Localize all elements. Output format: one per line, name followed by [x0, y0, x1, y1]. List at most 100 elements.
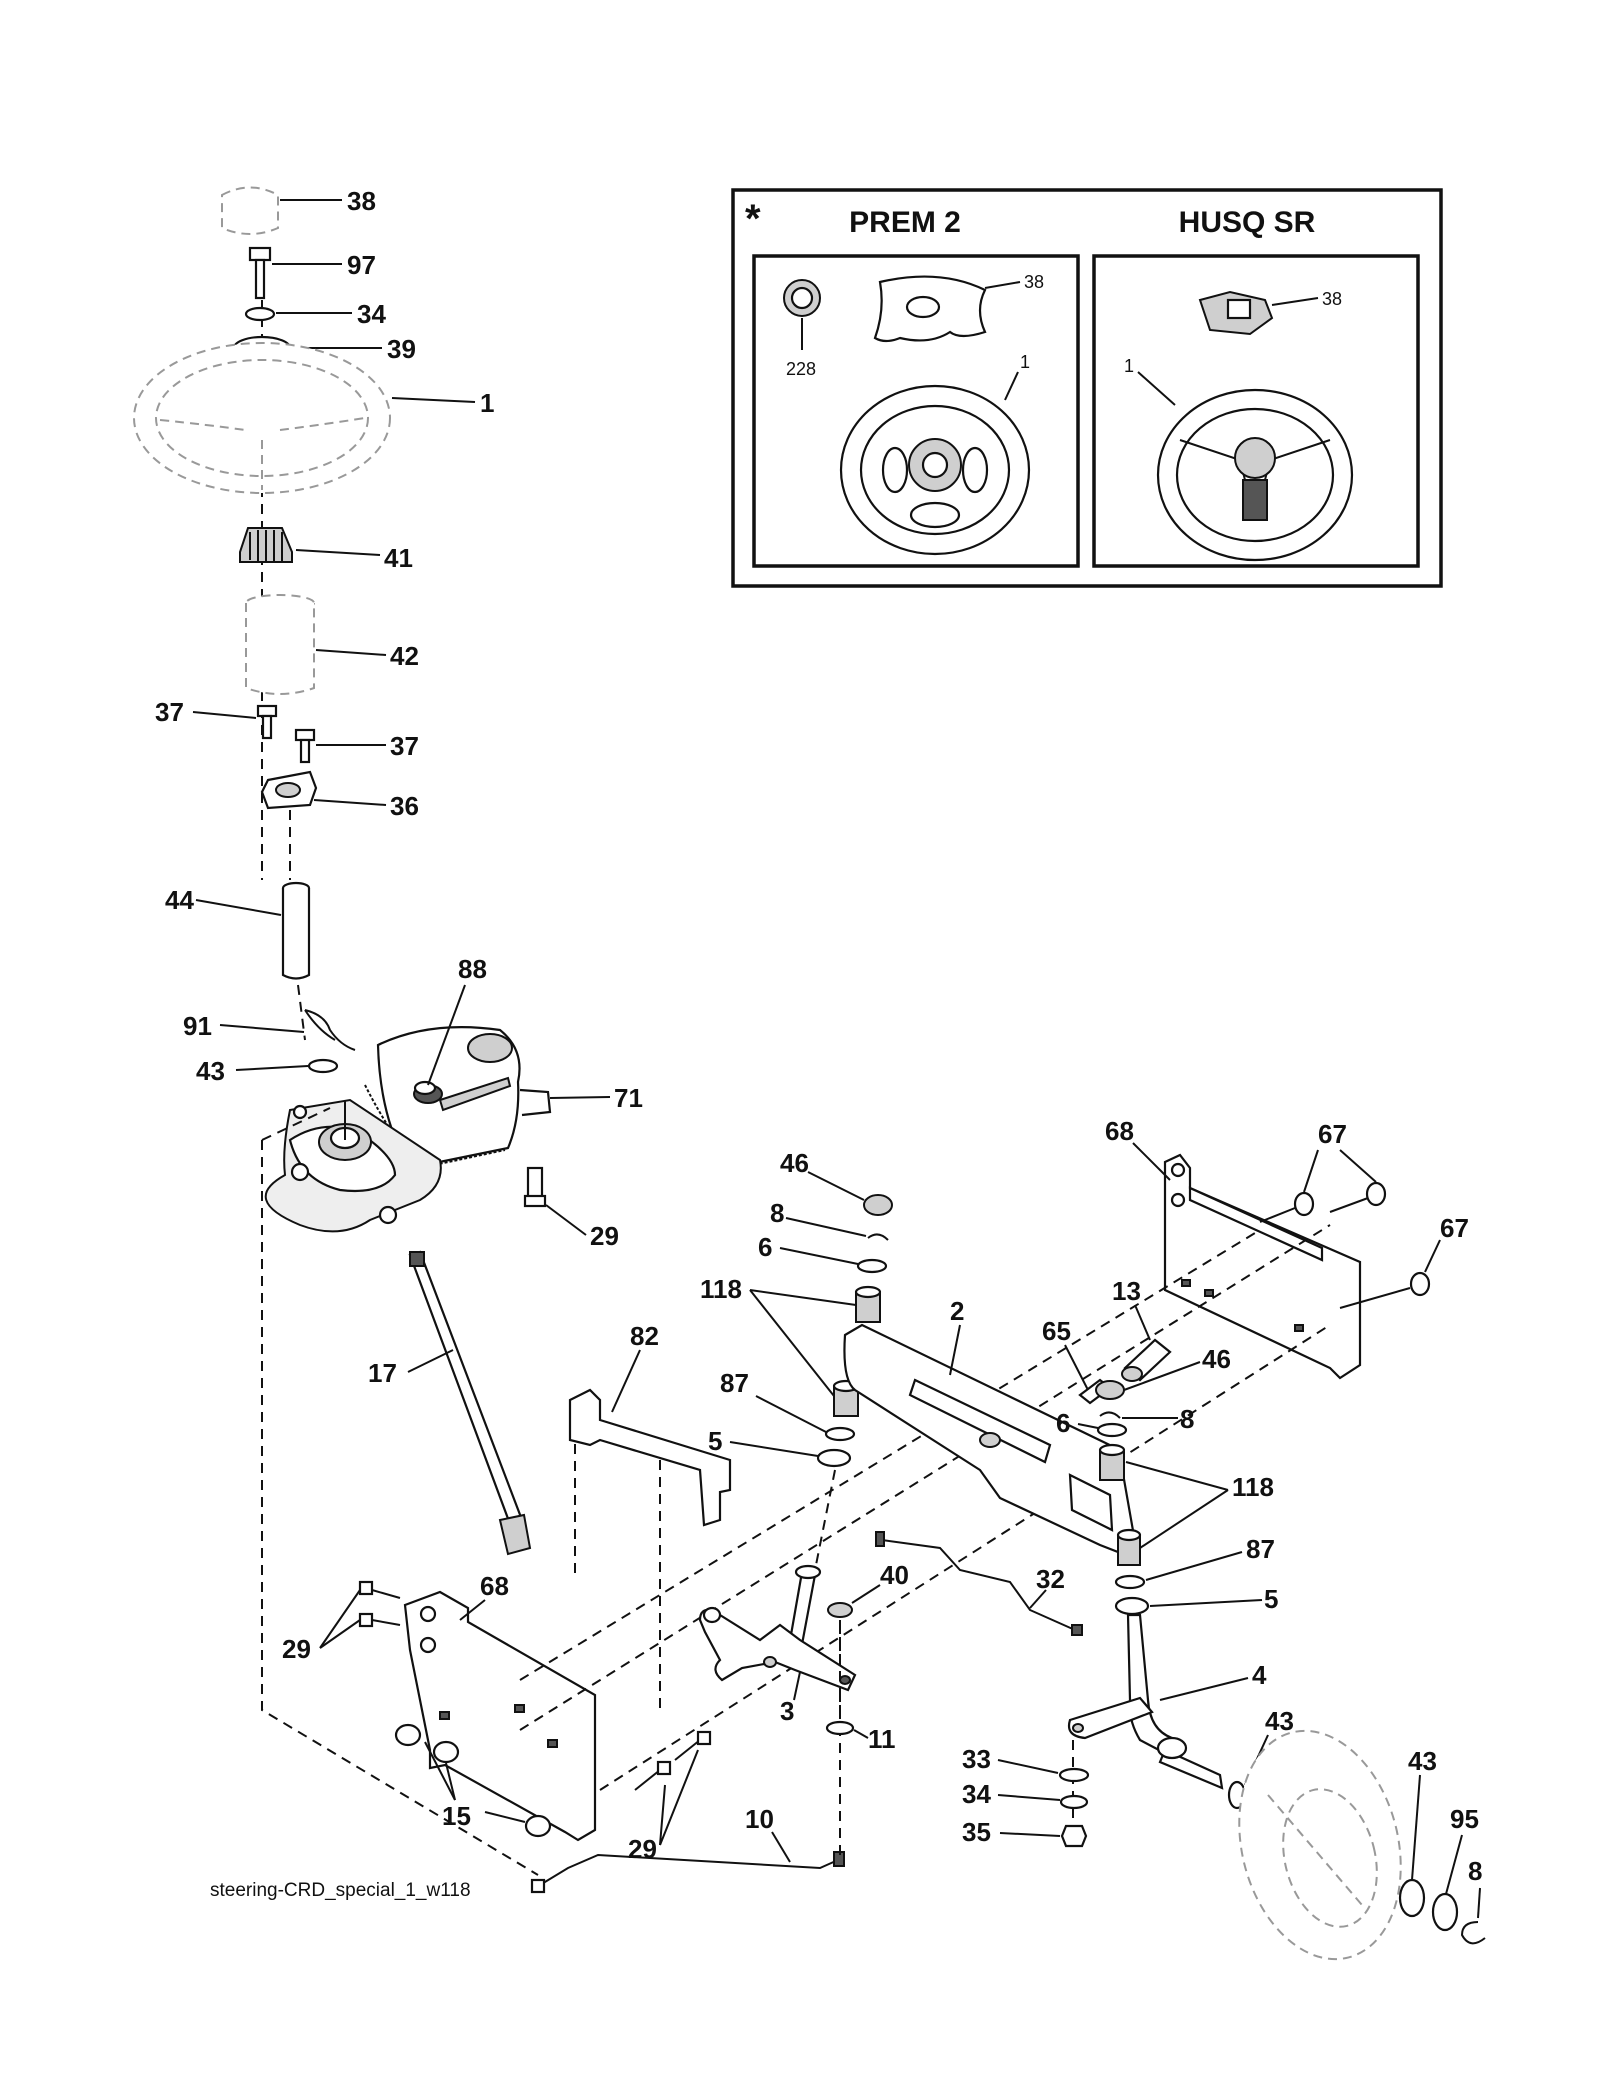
callout-8-left: 8 [770, 1198, 784, 1228]
callout-34: 34 [357, 299, 386, 329]
callout-88: 88 [458, 954, 487, 984]
callout-97: 97 [347, 250, 376, 280]
callout-39: 39 [387, 334, 416, 364]
part-clip-8-wheel [1460, 1921, 1486, 1945]
callout-1: 1 [480, 388, 494, 418]
callout-65: 65 [1042, 1316, 1071, 1346]
inset-callout-1-right: 1 [1124, 356, 1134, 376]
callout-67-top: 67 [1318, 1119, 1347, 1149]
part-adapter-41 [239, 527, 293, 563]
part-bushing-88 [413, 1080, 443, 1104]
diagram-caption: steering-CRD_special_1_w118 [210, 1880, 471, 1901]
part-cap-38 [221, 186, 279, 235]
callout-4: 4 [1252, 1660, 1267, 1690]
part-clip-8-right [1099, 1411, 1121, 1419]
part-washer-33 [1058, 1767, 1090, 1783]
husq-steering-wheel [1156, 388, 1354, 562]
part-gear-housing [264, 1098, 442, 1233]
part-bolt-37-left [256, 704, 278, 740]
callout-87-left: 87 [720, 1368, 749, 1398]
callout-87-right: 87 [1246, 1534, 1275, 1564]
part-washer-5-left [816, 1448, 852, 1468]
part-cap-46-right [1095, 1380, 1125, 1400]
callout-95: 95 [1450, 1804, 1479, 1834]
callout-34-lower: 34 [962, 1779, 991, 1809]
part-lockwasher-34 [244, 306, 276, 322]
callout-91: 91 [183, 1011, 212, 1041]
inset-callout-228: 228 [786, 359, 816, 379]
callout-38: 38 [347, 186, 376, 216]
callout-37-right: 37 [390, 731, 419, 761]
part-steering-wheel-1 [133, 342, 391, 494]
callout-71: 71 [614, 1083, 643, 1113]
callout-118-left: 118 [700, 1274, 742, 1304]
callout-43-top: 43 [196, 1056, 225, 1086]
part-sleeve-42 [245, 594, 315, 695]
callout-32: 32 [1036, 1564, 1065, 1594]
callout-68-lower: 68 [480, 1571, 509, 1601]
callout-17: 17 [368, 1358, 397, 1388]
callout-3: 3 [780, 1696, 794, 1726]
callout-29-lower-left: 29 [282, 1634, 311, 1664]
part-spindle-4 [1067, 1613, 1224, 1790]
callout-67-right: 67 [1440, 1213, 1469, 1243]
callout-43-outer: 43 [1408, 1746, 1437, 1776]
inset-asterisk: * [745, 197, 761, 241]
part-plate-68-lower [403, 1590, 597, 1842]
part-bolt-29-gear [523, 1166, 547, 1208]
part-bolts-29-lower-right [634, 1730, 712, 1791]
callout-29-gear: 29 [590, 1221, 619, 1251]
part-washer-5-right [1114, 1596, 1150, 1616]
part-drag-link-10 [530, 1851, 845, 1894]
callout-5-left: 5 [708, 1426, 722, 1456]
inset-callout-1-left: 1 [1020, 352, 1030, 372]
callout-40: 40 [880, 1560, 909, 1590]
assembly-frame-dash [261, 1140, 539, 1876]
callout-82: 82 [630, 1321, 659, 1351]
callout-42: 42 [390, 641, 419, 671]
part-washer-6-right [1096, 1422, 1128, 1438]
callout-44: 44 [165, 885, 194, 915]
callout-5-right: 5 [1264, 1584, 1278, 1614]
callout-13: 13 [1112, 1276, 1141, 1306]
part-washer-43 [307, 1058, 339, 1074]
callout-8-right: 8 [1180, 1404, 1194, 1434]
inset-right-title: HUSQ SR [1179, 206, 1316, 239]
callout-10: 10 [745, 1804, 774, 1834]
callout-6-left: 6 [758, 1232, 772, 1262]
callout-2: 2 [950, 1296, 964, 1326]
callout-6-right: 6 [1056, 1408, 1070, 1438]
part-shaft-44 [281, 881, 311, 980]
part-bushing-118-right-lower [1116, 1528, 1142, 1566]
callout-37-left: 37 [155, 697, 184, 727]
callout-35: 35 [962, 1817, 991, 1847]
part-bushing-118-right [1098, 1443, 1126, 1481]
part-bushing-40 [827, 1602, 853, 1618]
part-bolt-97 [248, 246, 272, 300]
callout-15: 15 [442, 1801, 471, 1831]
callout-118-right: 118 [1232, 1472, 1274, 1502]
callout-36: 36 [390, 791, 419, 821]
inset-callout-38-left: 38 [1024, 272, 1044, 292]
callout-46-right: 46 [1202, 1344, 1231, 1374]
part-bushing-118-left-lower [832, 1379, 860, 1417]
callout-29-lower-right: 29 [628, 1834, 657, 1864]
part-bolts-29-lower-left [358, 1580, 401, 1628]
part-clip-8-left [867, 1233, 889, 1241]
callout-8-wheel: 8 [1468, 1856, 1482, 1886]
prem2-emblem [783, 279, 821, 317]
callout-68-upper: 68 [1105, 1116, 1134, 1146]
part-lockwasher-34-lower [1059, 1794, 1089, 1810]
part-bolts-67 [1259, 1181, 1431, 1309]
part-steering-shaft-17 [408, 1250, 532, 1556]
callout-41: 41 [384, 543, 413, 573]
part-spacer-87-left [824, 1426, 856, 1442]
part-front-wheel [1238, 1729, 1402, 1961]
part-washer-95 [1431, 1892, 1459, 1932]
part-cap-46-left [863, 1194, 893, 1216]
variant-inset: * PREM 2 HUSQ SR 38 228 1 38 [731, 188, 1443, 588]
part-bracket-82 [568, 1388, 732, 1527]
callout-33: 33 [962, 1744, 991, 1774]
